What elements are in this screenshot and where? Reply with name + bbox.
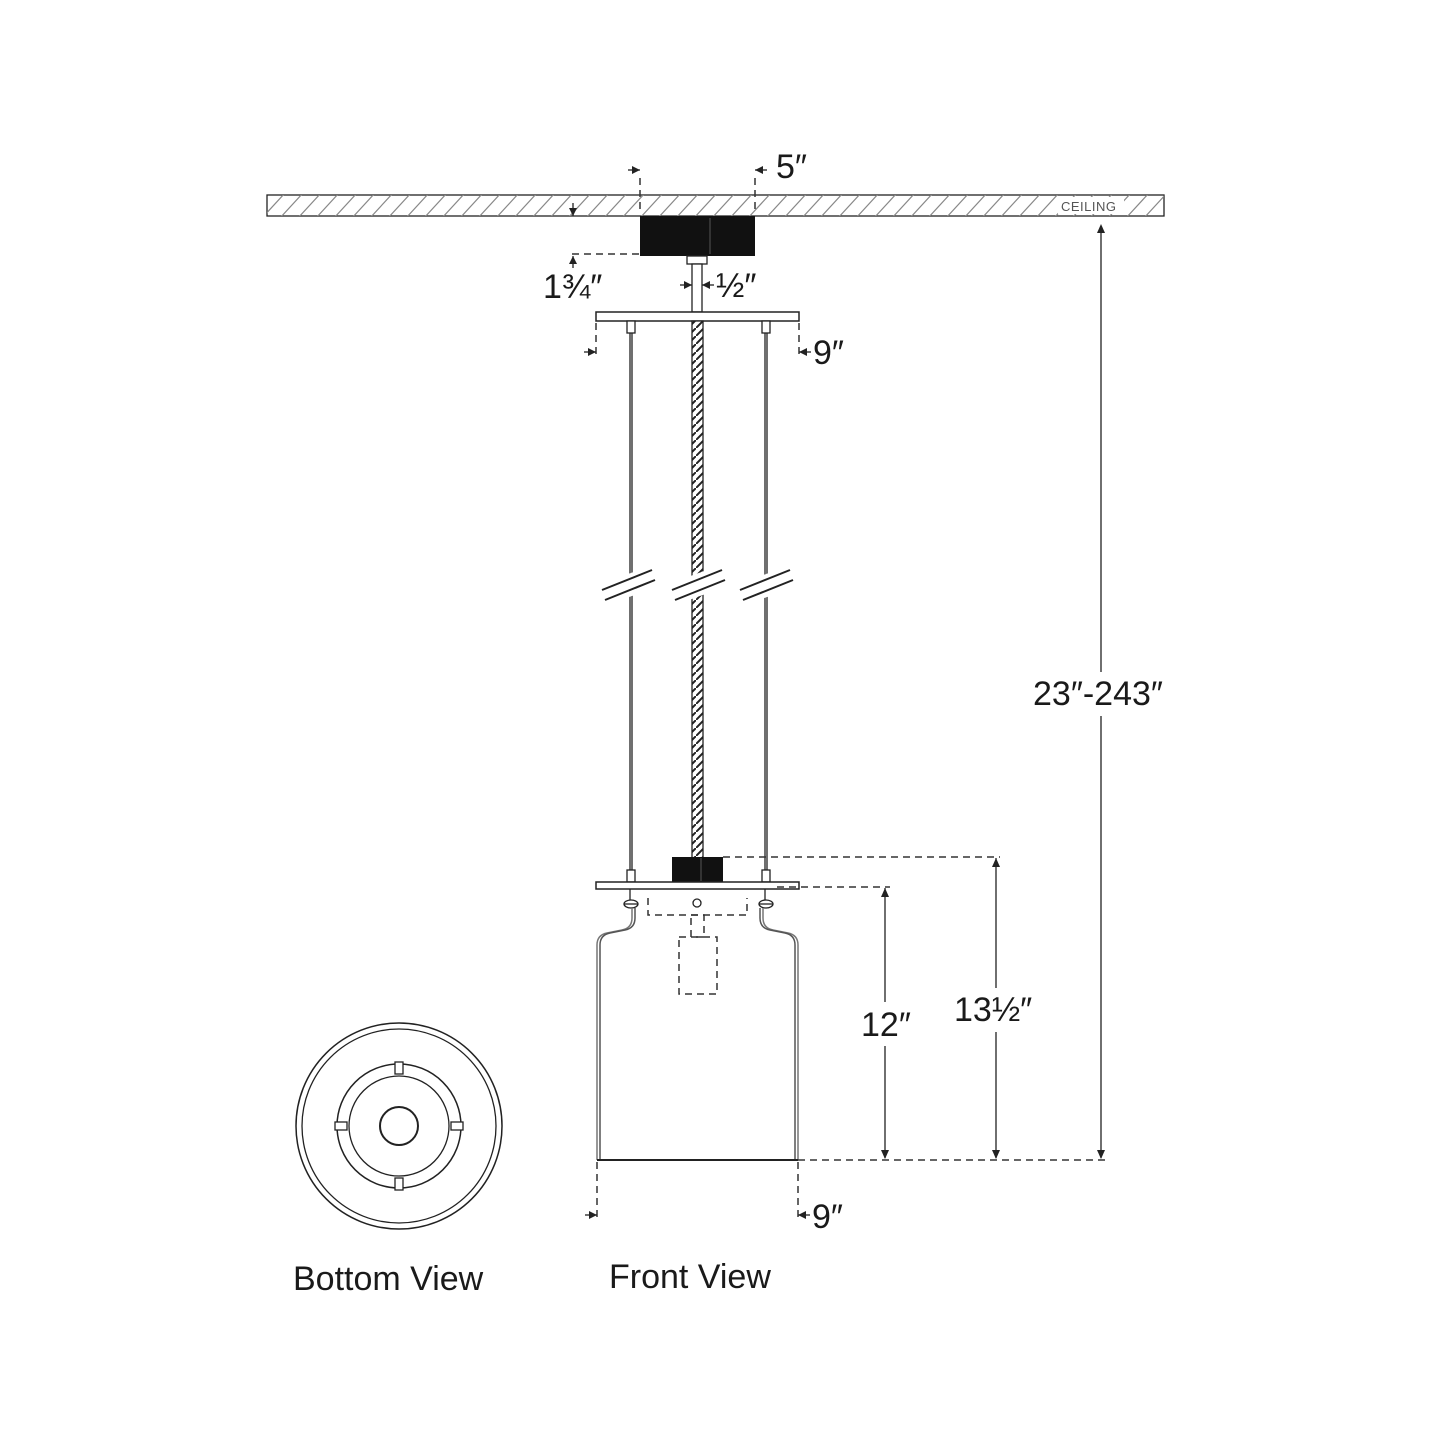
ceiling: CEILING <box>266 194 1165 217</box>
shade-width-dimension: 9″ <box>585 1162 843 1236</box>
shade-width-label: 9″ <box>812 1198 843 1236</box>
ceiling-hatching <box>267 195 1164 216</box>
ceiling-label: CEILING <box>1061 199 1117 214</box>
lower-assembly <box>595 857 800 909</box>
fixture-height-label: 13½″ <box>954 991 1032 1029</box>
shade-height-dimension: 12″ <box>777 886 917 1159</box>
glass-shade <box>596 908 799 1161</box>
crossbar-width-dimension: 9″ <box>584 323 844 372</box>
bottom-view-diagram <box>295 1022 503 1230</box>
front-view-title: Front View <box>609 1258 771 1296</box>
hidden-socket <box>647 898 748 995</box>
stem-width-label: ½″ <box>716 267 756 305</box>
overall-height-dimension: 23″-243″ <box>798 224 1180 1161</box>
overall-height-label: 23″-243″ <box>1033 675 1163 713</box>
bottom-view-title: Bottom View <box>293 1260 484 1298</box>
stem-width-dimension: ½″ <box>680 267 756 305</box>
length-break-marks <box>598 564 800 606</box>
fixture-height-dimension: 13½″ <box>723 856 1050 1159</box>
shade-height-label: 12″ <box>861 1006 911 1044</box>
crossbar-width-label: 9″ <box>813 334 844 372</box>
top-crossbar <box>595 311 800 334</box>
canopy <box>640 216 755 256</box>
canopy-width-label: 5″ <box>776 148 807 186</box>
suspension-rods <box>629 333 768 872</box>
canopy-height-dimension: 1¾″ <box>543 203 640 306</box>
canopy-height-text: 1¾″ <box>543 268 602 306</box>
canopy-width-dimension: 5″ <box>628 148 807 214</box>
